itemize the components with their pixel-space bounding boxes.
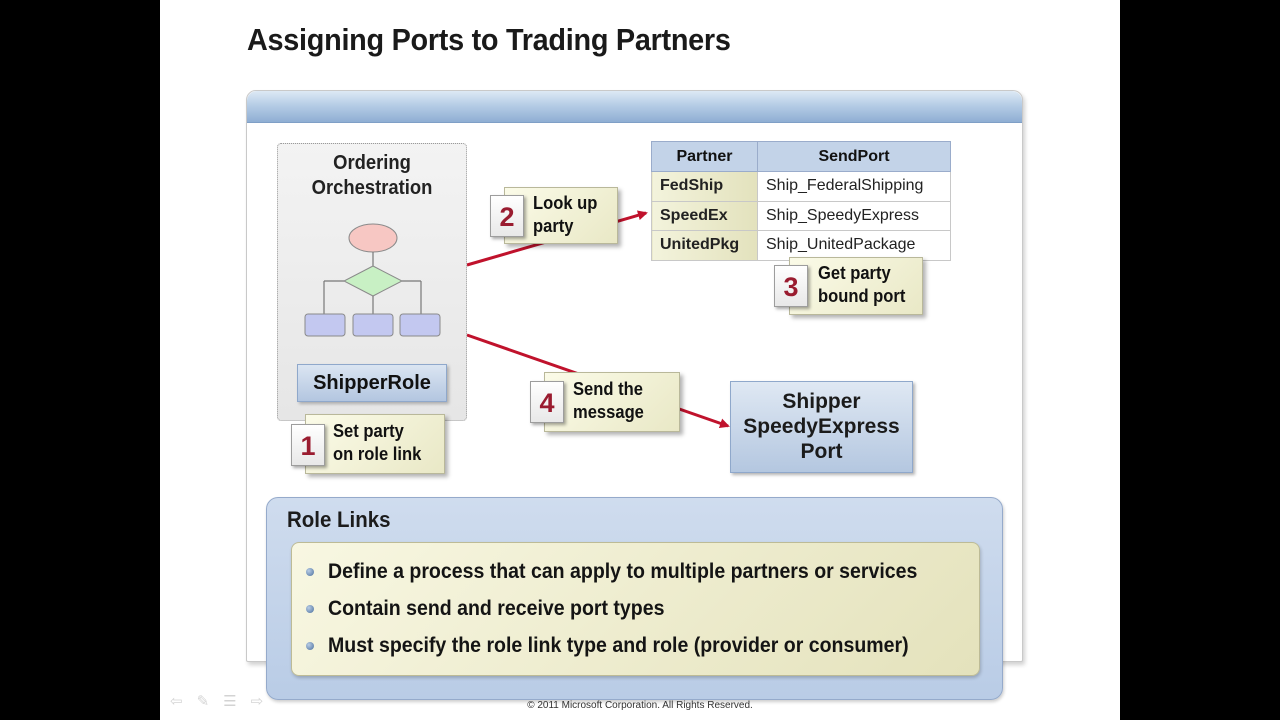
- step-3-number: 3: [774, 265, 808, 307]
- step-3-note: Get party bound port: [789, 257, 923, 315]
- slide: Assigning Ports to Trading Partners Orde…: [160, 0, 1120, 720]
- list-item: Contain send and receive port types: [306, 594, 690, 624]
- shipper-role-box: ShipperRole: [297, 364, 447, 402]
- prev-arrow-icon[interactable]: ⇦: [170, 693, 183, 710]
- step-3-label: Get party bound port: [818, 263, 906, 306]
- panel-header-bar: [247, 91, 1022, 123]
- step-1-note: Set party on role link: [305, 414, 445, 474]
- table-cell-port: Ship_FederalShipping: [757, 171, 951, 202]
- step-4-label: Send the message: [573, 379, 644, 422]
- table-header: Partner: [651, 141, 758, 172]
- table-row: FedShip Ship_FederalShipping: [651, 171, 951, 202]
- orchestration-title: Ordering Orchestration: [311, 152, 433, 199]
- shipper-port-box: Shipper SpeedyExpress Port: [730, 381, 913, 473]
- bullet-icon: [306, 568, 314, 576]
- bullet-icon: [306, 642, 314, 650]
- menu-icon[interactable]: ☰: [223, 693, 237, 710]
- step-1-label: Set party on role link: [333, 421, 422, 464]
- table-cell-partner: SpeedEx: [651, 200, 758, 231]
- pen-icon[interactable]: ✎: [196, 693, 210, 710]
- next-arrow-icon[interactable]: ⇨: [250, 693, 264, 710]
- bullet-text: Must specify the role link type and role…: [328, 634, 909, 657]
- bullet-text: Define a process that can apply to multi…: [328, 560, 918, 583]
- role-links-title: Role Links: [287, 507, 391, 532]
- slide-nav-controls: ⇦ ✎ ☰ ⇨: [170, 692, 263, 712]
- bullet-text: Contain send and receive port types: [328, 597, 665, 620]
- table-header-row: Partner SendPort: [651, 141, 951, 172]
- partner-port-table: Partner SendPort FedShip Ship_FederalShi…: [651, 141, 951, 261]
- step-2-number: 2: [490, 195, 524, 237]
- table-row: SpeedEx Ship_SpeedyExpress: [651, 200, 951, 231]
- table-row: UnitedPkg Ship_UnitedPackage: [651, 230, 951, 261]
- step-4-note: Send the message: [544, 372, 680, 432]
- bullet-icon: [306, 605, 314, 613]
- table-cell-partner: UnitedPkg: [651, 230, 758, 261]
- table-cell-partner: FedShip: [651, 171, 758, 202]
- list-item: Define a process that can apply to multi…: [306, 557, 962, 587]
- role-links-bullets: Define a process that can apply to multi…: [291, 542, 980, 676]
- role-links-box: Role Links Define a process that can app…: [266, 497, 1003, 700]
- list-item: Must specify the role link type and role…: [306, 631, 952, 661]
- step-4-number: 4: [530, 381, 564, 423]
- copyright-notice: © 2011 Microsoft Corporation. All Rights…: [527, 700, 753, 711]
- slide-title: Assigning Ports to Trading Partners: [247, 22, 731, 57]
- flowchart-icon: [304, 223, 441, 337]
- table-cell-port: Ship_UnitedPackage: [757, 230, 951, 261]
- table-cell-port: Ship_SpeedyExpress: [757, 200, 951, 231]
- step-1-number: 1: [291, 424, 325, 466]
- step-2-label: Look up party: [533, 193, 598, 236]
- table-header: SendPort: [757, 141, 951, 172]
